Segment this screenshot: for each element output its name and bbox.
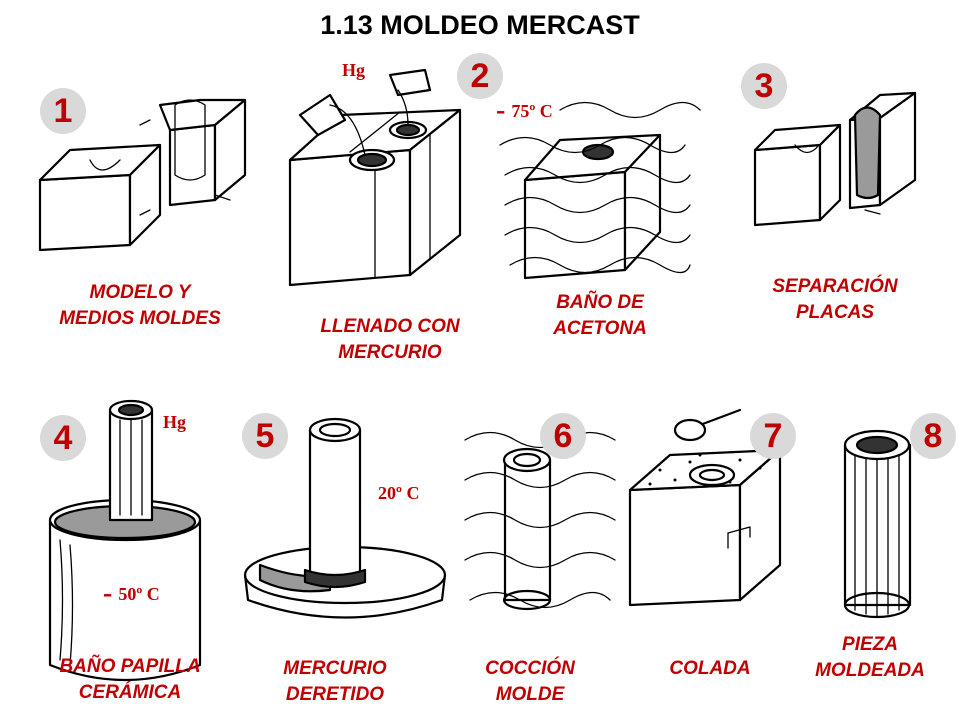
plate-separation-illustration (753, 91, 917, 227)
mold-baking-illustration (464, 431, 616, 611)
half-molds-illustration (38, 98, 247, 252)
mercury-filling-illustration (288, 68, 462, 287)
ceramic-bath-illustration (48, 399, 202, 682)
melted-mercury-illustration (243, 417, 447, 619)
step-2-hg-label: Hg (342, 60, 366, 80)
step-4-temperature: -50º C (103, 578, 160, 609)
step-7-caption: COLADA (669, 658, 751, 679)
step-4-number: 4 (40, 415, 86, 461)
acetone-bath-illustration (499, 101, 701, 280)
page-title: 1.13 MOLDEO MERCAST (320, 10, 640, 40)
step-2-temperature: -75º C (496, 95, 553, 126)
molded-part-illustration (843, 429, 912, 619)
step-7-number: 7 (750, 413, 796, 459)
step-1-number: 1 (40, 88, 86, 134)
step-4-hg-label: Hg (163, 412, 187, 432)
step-6-number: 6 (540, 413, 586, 459)
step-5-temperature: 20º C (378, 483, 420, 503)
step-8-number: 8 (910, 413, 956, 459)
step-2-number: 2 (457, 53, 503, 99)
casting-illustration (628, 408, 782, 607)
step-5-number: 5 (242, 413, 288, 459)
step-3-number: 3 (741, 63, 787, 109)
